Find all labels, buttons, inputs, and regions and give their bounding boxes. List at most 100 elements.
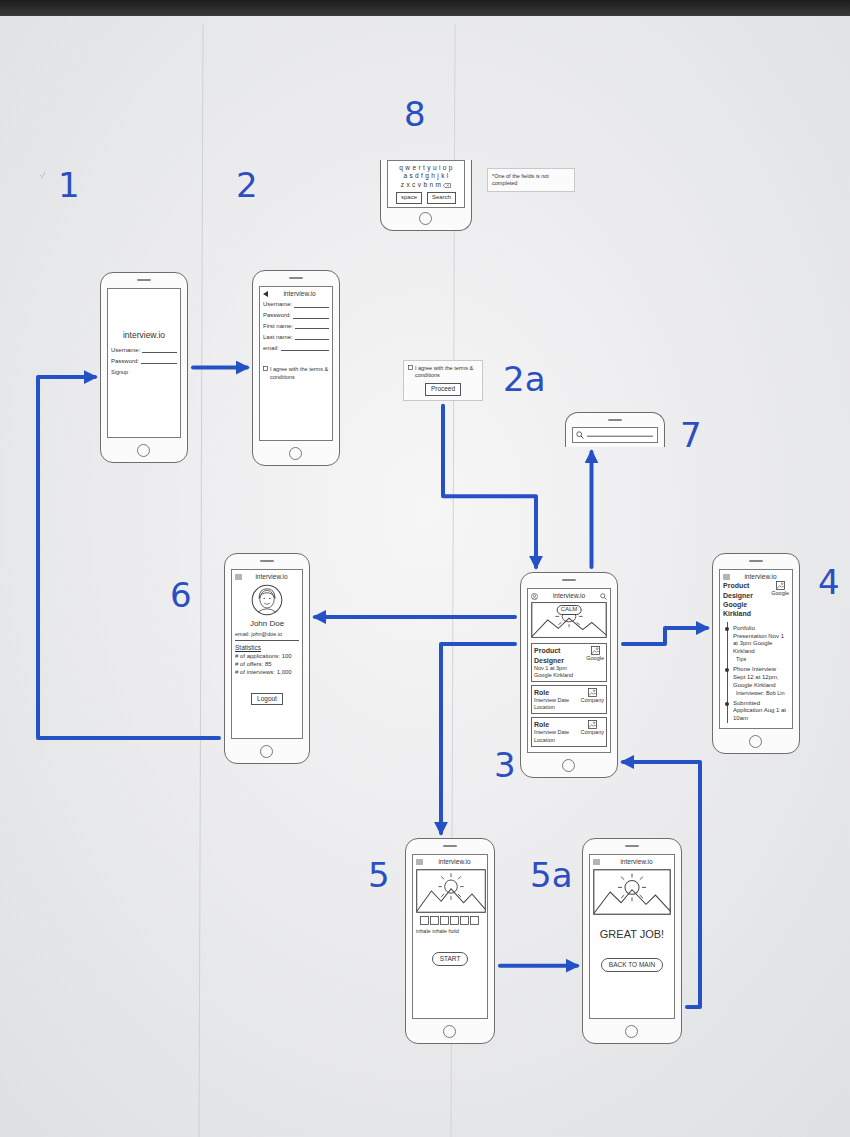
callout-number: 7 [680,418,702,452]
screen-text: Phone Interview Sept 12 at 12pm, Google … [733,666,789,689]
login-screen: 1interview.ioUsername:Password:Signup [100,272,188,463]
avatar-icon [531,593,538,600]
screen-text: # of interviews: 1,000 [235,669,299,677]
key-label: Search [432,194,451,202]
screen-text: Tips [733,656,789,663]
group: I agree with the terms & conditions [263,366,329,380]
app-title: interview.io [540,592,598,600]
interview-card: Product DesignerNov 1 at 3pm Google Kirk… [531,643,607,681]
group: Product DesignerNov 1 at 3pm Google Kirk… [534,646,604,678]
slot: Logout [235,693,299,705]
key-label: space [401,194,417,202]
form-field-label: Last name: [263,334,329,342]
group: Google [586,646,604,662]
group: Company [580,720,604,736]
board-frame [0,0,850,16]
flow-arrow [441,644,515,833]
terms-slip: 2aI agree with the terms & conditionsPro… [403,360,483,401]
screen-text: Submitted Application Aug 1 at 10am [733,700,789,723]
phone-screen: interview.ioProduct Designer Google Kirk… [719,569,793,729]
home-screen: 3interview.ioCALMProduct DesignerNov 1 a… [520,572,618,778]
group: z x c v b n m [391,181,461,189]
error-note: *One of the fields is not completed [487,168,575,192]
screen-text: Company [580,697,604,704]
callout-number: 3 [494,748,516,782]
interview-card: RoleInterview Date Location Company [531,717,607,746]
img-icon [588,688,597,697]
group: interview.io [723,573,789,581]
screen-text: John Doe [235,619,299,629]
group: RoleInterview Date LocationCompany [534,688,604,711]
group: Google [771,581,789,597]
group: interview.io [263,290,329,298]
interview-card: RoleInterview Date LocationCompany [531,685,607,714]
group: Product DesignerNov 1 at 3pm Google Kirk… [534,646,582,678]
detail-screen: 4interview.ioProduct Designer Google Kir… [712,553,800,754]
screen-text: Product Designer [534,646,582,664]
form-field-label: email: [263,345,329,353]
screen-text: I agree with the terms & conditions [415,365,478,379]
app-title: interview.io [425,858,484,866]
screen-text: Interviewer: Bob Lin [733,690,789,697]
flow-arrow [315,615,515,619]
group: RoleInterview Date Location [534,720,576,743]
slot: BACK TO MAIN [593,958,671,972]
screen-text: CALM [557,605,582,615]
screen-text: Role [534,688,576,697]
screen-text: Signup [111,369,177,376]
thumbs-icon [420,916,480,925]
screen-text: GREAT JOB! [593,927,671,941]
face-icon [251,584,283,616]
search-icon [576,431,584,439]
phone-screen: interview.ioJohn Doeemail: john@doe.ioSt… [231,569,303,739]
illustration: CALM [531,602,607,638]
slot: space Search [391,192,461,204]
callout-number: 4 [818,565,840,599]
phone-screen: interview.ioUsername:Password:Signup [107,288,181,438]
screen-text: Statistics [235,644,299,652]
signup-screen: 2interview.ioUsername:Password:First nam… [252,270,340,466]
form-field-label: First name: [263,323,329,331]
form-field-label: Password: [263,312,329,320]
screen-text: # of offers: 85 [235,661,299,669]
group [576,431,654,439]
callout-number: 1 [58,168,80,202]
back-icon [263,291,268,297]
group: RoleInterview Date Location Company [534,720,604,743]
group: Portfolio Presentation Nov 1 at 3pm Goog… [727,622,789,723]
profile-screen: 6interview.ioJohn Doeemail: john@doe.ioS… [224,553,310,764]
callout-number: 6 [170,578,192,612]
search-icon [600,593,607,600]
del-icon [443,183,451,188]
app-title: interview.io [602,858,671,866]
app-title: interview.io [244,573,299,581]
search-key: Search [427,192,456,204]
screen-text: Google [771,590,789,597]
proceed-button: Proceed [425,383,461,395]
keyboard-screen: 8q w e r t y u i o pa s d f g h j k lz x… [380,160,472,231]
phone-screen: interview.ioinhale inhale holdSTART [412,854,488,1019]
group: interview.io [416,858,484,866]
form-field-label: Username: [111,347,177,355]
mtn-icon [593,869,671,915]
screen-text: Nov 1 at 3pm Google Kirkland [534,665,582,679]
slot: Product DesignerNov 1 at 3pm Google Kirk… [531,640,607,746]
screen-text: *One of the fields is not completed [492,173,570,187]
done-screen: 5ainterview.ioGREAT JOB!BACK TO MAIN [582,838,682,1044]
app-title: interview.io [111,330,177,341]
img-icon [591,646,600,655]
callout-number: 5 [368,858,390,892]
phone-screen: interview.ioUsername: Password: First name… [259,286,333,441]
group: interview.io [531,592,607,600]
breathing-screen: 5interview.ioinhale inhale holdSTART [405,838,495,1044]
form-field-label: Username: [263,301,329,309]
phone-screen: q w e r t y u i o pa s d f g h j k lz x … [387,160,465,208]
screen-text: Interview Date Location [534,729,576,743]
keyboard-row: z x c v b n m [401,181,441,189]
phone-screen: interview.ioCALM Product DesignerNov 1 at… [527,588,611,753]
screen-text: Portfolio Presentation Nov 1 at 3pm Goog… [733,625,789,656]
phone-screen [572,427,658,443]
search-screen: 7 [565,412,665,447]
screen-text: Company [580,729,604,736]
